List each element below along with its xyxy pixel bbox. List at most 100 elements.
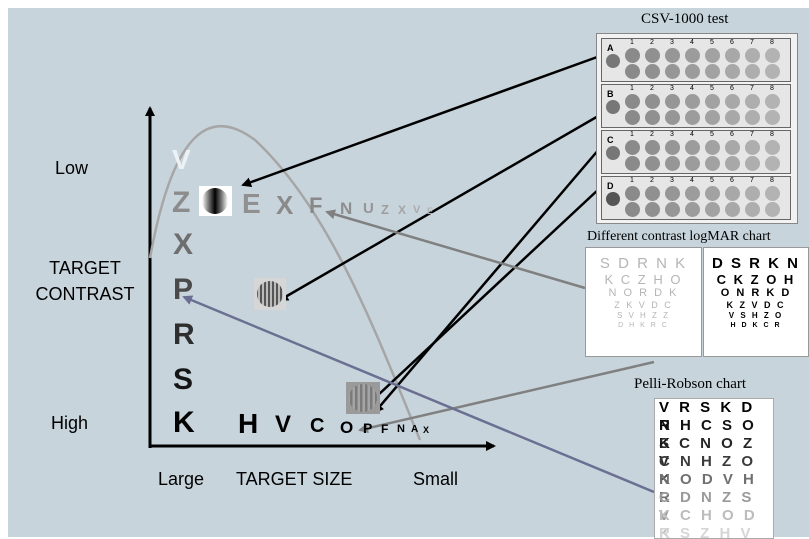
csv-patch bbox=[665, 64, 680, 79]
csv-patch bbox=[665, 140, 680, 155]
csv-patch bbox=[645, 186, 660, 201]
csf-curve bbox=[148, 125, 422, 441]
x-label-small: Small bbox=[413, 469, 459, 489]
csv-column-number: 5 bbox=[710, 177, 714, 184]
csv-column-number: 3 bbox=[670, 131, 674, 138]
logmar-low-row: S D R N K bbox=[599, 255, 688, 272]
csv-column-number: 3 bbox=[670, 39, 674, 46]
csv-column-number: 2 bbox=[650, 85, 654, 92]
logmar-high-row: D S R K N bbox=[711, 255, 800, 272]
csv-title: CSV-1000 test bbox=[641, 11, 729, 27]
logmar-title: Different contrast logMAR chart bbox=[587, 229, 771, 244]
letter-col-3: P bbox=[173, 273, 194, 306]
pelli-row: R S Z H V E bbox=[659, 525, 754, 539]
y-label-target: TARGET bbox=[49, 258, 121, 278]
csv-column-number: 7 bbox=[750, 177, 754, 184]
csv-patch bbox=[665, 156, 680, 171]
arrow-csv-row-d bbox=[360, 187, 601, 412]
arrow-csv-row-c bbox=[373, 147, 601, 414]
csv-column-number: 2 bbox=[650, 131, 654, 138]
csv-patch bbox=[625, 64, 640, 79]
pelli-row: V R S K D R bbox=[659, 399, 756, 434]
csv-column-number: 1 bbox=[630, 39, 634, 46]
letter-bottom-4: P bbox=[363, 420, 373, 436]
csv-patch bbox=[705, 140, 720, 155]
csv-column-number: 6 bbox=[730, 85, 734, 92]
csv-patch bbox=[625, 94, 640, 109]
csv-column-number: 8 bbox=[770, 131, 774, 138]
pelli-row: C N H Z O K bbox=[659, 453, 756, 488]
csv-patch bbox=[665, 110, 680, 125]
csv-patch bbox=[625, 48, 640, 63]
csv-patch bbox=[705, 202, 720, 217]
pelli-title: Pelli-Robson chart bbox=[634, 376, 747, 392]
csv-patch bbox=[725, 202, 740, 217]
csv-patch bbox=[685, 94, 700, 109]
csv-row-label: A bbox=[607, 43, 614, 53]
csv-patch bbox=[725, 110, 740, 125]
y-label-low: Low bbox=[55, 158, 89, 178]
csv-patch bbox=[765, 64, 780, 79]
letter-col-1: Z bbox=[172, 186, 191, 219]
csv-example-patch bbox=[606, 100, 620, 114]
csv-patch bbox=[685, 64, 700, 79]
logmar-low-row: N O R D K bbox=[608, 287, 679, 299]
csv-row-label: C bbox=[607, 135, 614, 145]
letter-top-7: V bbox=[413, 204, 421, 216]
csv-patch bbox=[685, 202, 700, 217]
letter-col-5: S bbox=[173, 363, 194, 396]
csv-column-number: 4 bbox=[690, 131, 694, 138]
letter-col-4: R bbox=[173, 318, 195, 351]
logmar-high-row: V S H Z O bbox=[728, 311, 784, 320]
letter-top-2: F bbox=[309, 193, 323, 218]
pelli-row: N O D V H R bbox=[659, 471, 757, 506]
csv-column-number: 8 bbox=[770, 177, 774, 184]
csv-patch bbox=[745, 110, 760, 125]
csv-example-patch bbox=[606, 146, 620, 160]
letter-top-0: E bbox=[242, 188, 261, 219]
letter-top-6: X bbox=[398, 203, 407, 217]
arrow-logmar bbox=[325, 209, 586, 290]
csv-patch bbox=[625, 110, 640, 125]
letter-top-8: E bbox=[427, 206, 434, 216]
csv-patch bbox=[725, 94, 740, 109]
csv-patch bbox=[645, 156, 660, 171]
csv-patch bbox=[705, 64, 720, 79]
csv-column-number: 2 bbox=[650, 177, 654, 184]
letter-col-6: K bbox=[173, 406, 195, 439]
csv-patch bbox=[665, 186, 680, 201]
csv-patch bbox=[745, 202, 760, 217]
logmar-low-row: S V H Z Z bbox=[616, 311, 671, 320]
letter-top-5: Z bbox=[381, 202, 389, 217]
csv-patch bbox=[745, 186, 760, 201]
csv-patch bbox=[625, 186, 640, 201]
csv-column-number: 3 bbox=[670, 85, 674, 92]
csv-patch bbox=[765, 156, 780, 171]
csv-patch bbox=[725, 140, 740, 155]
y-label-contrast: CONTRAST bbox=[35, 284, 135, 304]
logmar-high-row: O N R K D bbox=[720, 287, 792, 299]
x-label-target-size: TARGET SIZE bbox=[236, 469, 353, 489]
csv-patch bbox=[745, 64, 760, 79]
csv-patch bbox=[745, 48, 760, 63]
csv-patch bbox=[765, 48, 780, 63]
csv-column-number: 6 bbox=[730, 177, 734, 184]
csv-patch bbox=[765, 140, 780, 155]
csv-patch bbox=[765, 94, 780, 109]
logmar-high-row: C K Z O H bbox=[716, 272, 796, 287]
csv-row-label: D bbox=[607, 181, 614, 191]
csv-column-number: 8 bbox=[770, 85, 774, 92]
csv-patch bbox=[705, 48, 720, 63]
csv-patch bbox=[685, 186, 700, 201]
csv-patch bbox=[725, 48, 740, 63]
csv-column-number: 4 bbox=[690, 177, 694, 184]
csv-patch bbox=[705, 110, 720, 125]
logmar-high-row: H D K C R bbox=[730, 322, 782, 329]
